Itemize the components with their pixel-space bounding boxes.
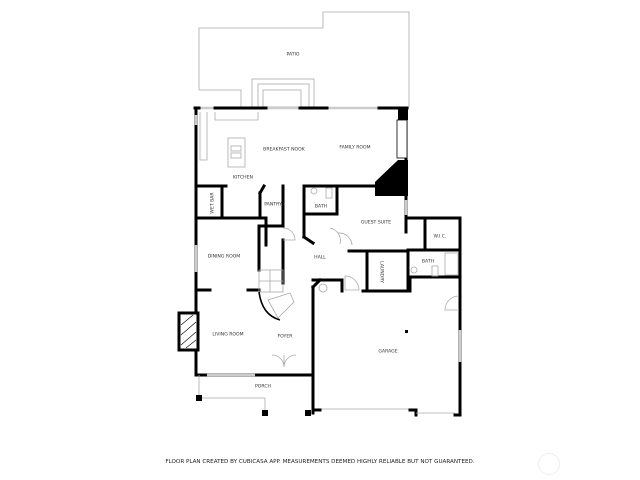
sink-icon [410,266,418,274]
room-label-wic: W.I.C. [434,234,447,240]
room-label-porch: PORCH [255,384,271,390]
porch-rail [198,375,266,413]
watermark-logo [538,453,560,475]
room-label-wet-bar: WET BAR [210,192,216,214]
patio-outline [198,11,410,107]
toilet-icon [325,187,333,199]
water-heater-icon [318,283,328,293]
room-label-breakfast-nook: BREAKFAST NOOK [263,147,306,153]
fireplace-hatch [180,314,197,349]
room-label-bath: BATH [315,204,327,210]
room-label-living-room: LIVING ROOM [212,332,243,338]
disclaimer-footer: FLOOR PLAN CREATED BY CUBICASA APP. MEAS… [165,459,475,465]
sink-icon [310,187,318,195]
room-label-patio: PATIO [286,52,299,58]
doors [271,227,460,368]
room-label-pantry: PANTRY [264,202,282,208]
room-label-family-room: FAMILY ROOM [339,145,370,151]
kitchen-island [227,137,246,168]
staircase [258,269,295,321]
shower-icon [444,252,459,276]
room-label-garage: GARAGE [378,349,397,355]
room-label-bath-2: BATH [422,259,434,265]
toilet-icon [431,265,439,277]
room-label-guest-suite: GUEST SUITE [361,220,391,226]
living-fireplace [177,311,200,352]
room-label-laundry: LAUNDRY [379,261,385,283]
patio-steps [251,78,315,108]
garage-post [405,330,408,333]
walls [193,106,462,417]
room-label-dining-room: DINING ROOM [208,254,241,260]
room-label-kitchen: KITCHEN [233,175,253,181]
room-label-foyer: FOYER [278,334,294,340]
room-label-hall: HALL [314,255,326,261]
